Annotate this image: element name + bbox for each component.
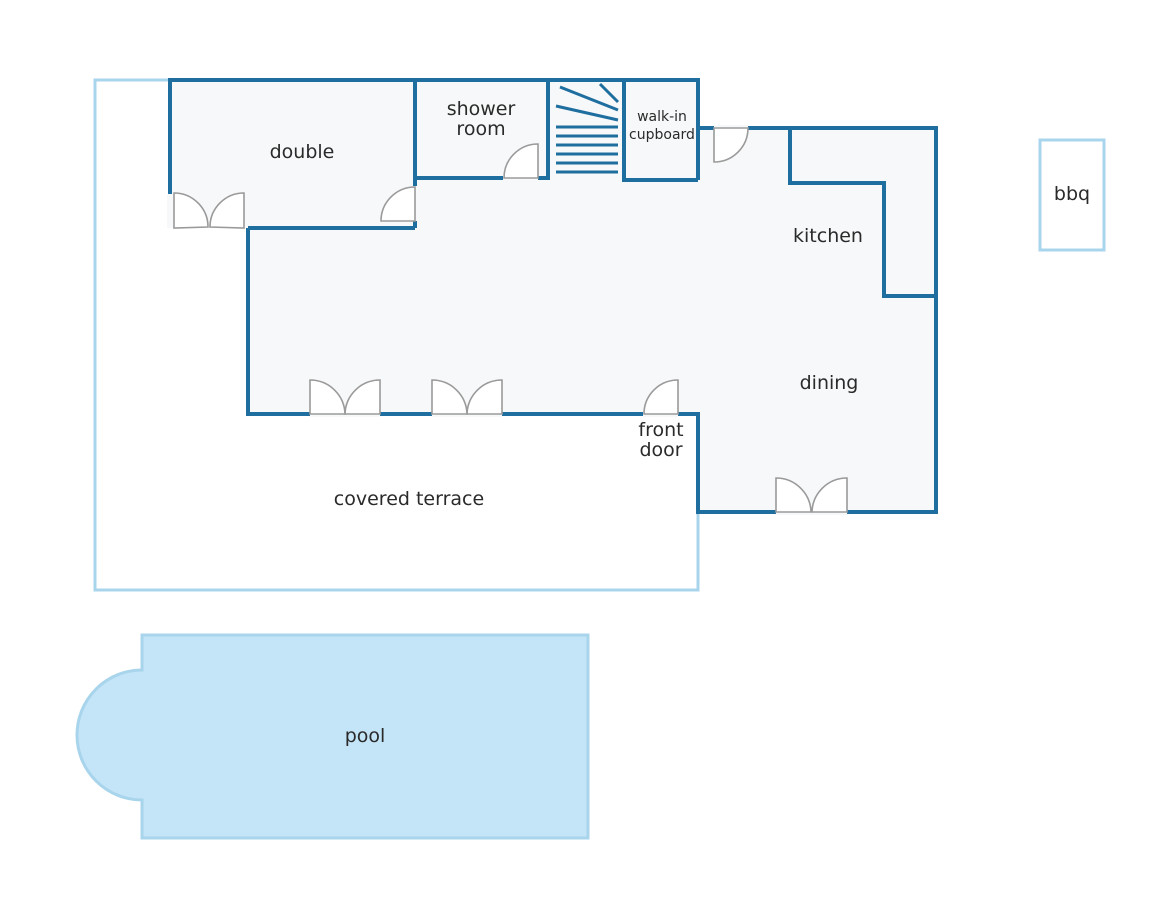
double-hall-door xyxy=(380,186,416,222)
front-door-swing xyxy=(643,379,679,415)
covered-terrace-outline xyxy=(93,78,700,592)
label-covered-terrace: covered terrace xyxy=(333,488,485,510)
bbq-box xyxy=(1038,138,1106,252)
room-label-double: double xyxy=(269,141,335,163)
label-bbq: bbq xyxy=(1053,183,1091,205)
pool-shape xyxy=(75,633,590,840)
double-room-door xyxy=(173,192,209,229)
room-label-walk-in-cupboard: walk-in cupboard xyxy=(629,109,695,143)
room-label-kitchen: kitchen xyxy=(793,225,863,247)
room-label-shower-room: shower room xyxy=(446,98,516,140)
room-label-dining: dining xyxy=(799,372,859,394)
shower-room-door xyxy=(503,143,539,179)
kitchen-side-door xyxy=(713,127,749,163)
staircase xyxy=(555,82,620,174)
label-pool: pool xyxy=(344,725,386,747)
dining-door xyxy=(775,477,812,513)
door-swings xyxy=(173,127,848,513)
label-front-door: front door xyxy=(638,419,684,461)
